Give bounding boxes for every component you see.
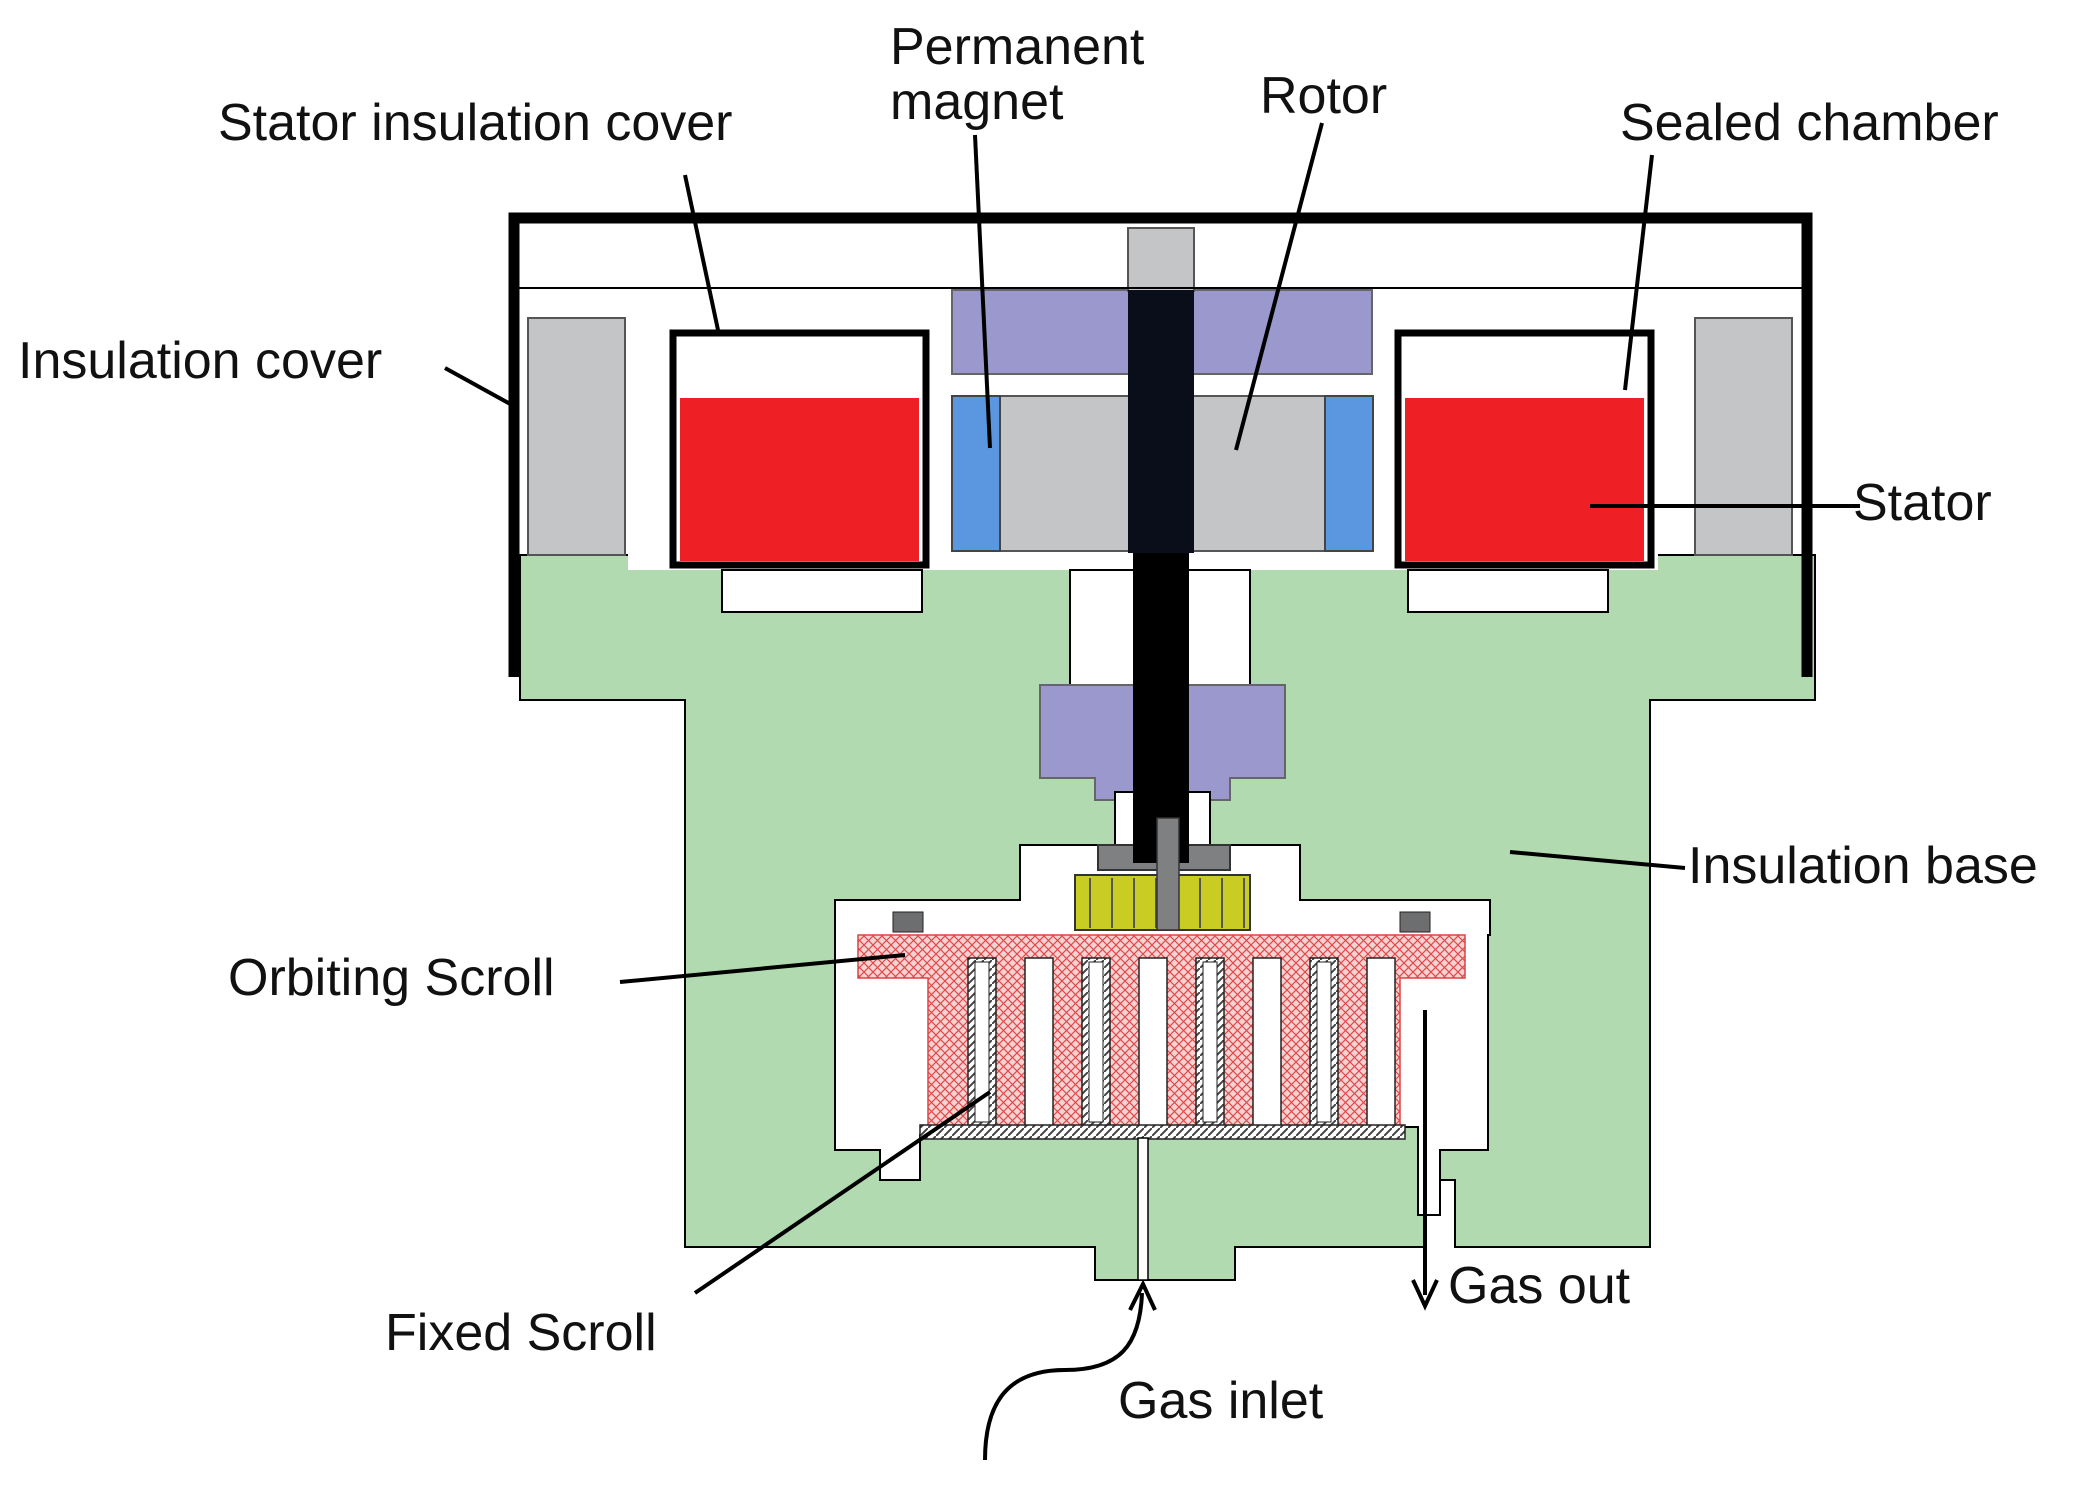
label-gas-inlet: Gas inlet <box>1118 1372 1324 1430</box>
scroll-wrap-8 <box>1366 957 1396 1129</box>
label-gas-out: Gas out <box>1448 1257 1631 1315</box>
label-stator: Stator <box>1853 474 1992 532</box>
eccentric-pin <box>1156 817 1180 931</box>
outer-shell-left <box>527 317 626 556</box>
scroll-wrap-2 <box>1024 957 1054 1129</box>
permanent-magnet-left <box>951 395 1001 552</box>
gas-inlet-arrow-line <box>983 1292 1144 1461</box>
shaft-upper <box>1128 290 1194 553</box>
stator-left <box>680 398 919 561</box>
scroll-wrap-4 <box>1138 957 1168 1129</box>
scroll-wrap-core-5 <box>1202 961 1218 1123</box>
leader-lines <box>444 122 1860 1295</box>
seal-right <box>1399 911 1431 933</box>
stator-left-recess <box>721 569 923 613</box>
stator-right <box>1405 398 1644 561</box>
scroll-wrap-6 <box>1252 957 1282 1129</box>
seal-left <box>892 911 924 933</box>
label-insulation-base: Insulation base <box>1688 837 2038 895</box>
stator-right-recess <box>1407 569 1609 613</box>
scroll-wrap-core-3 <box>1088 961 1104 1123</box>
gas-out-arrowhead <box>1411 1279 1439 1311</box>
fixed-scroll-base <box>919 1124 1406 1140</box>
scroll-wrap-core-1 <box>974 961 990 1123</box>
label-orbiting-scroll: Orbiting Scroll <box>228 949 555 1007</box>
gas-inlet-arrowhead <box>1128 1279 1157 1311</box>
label-sealed-chamber: Sealed chamber <box>1620 94 1999 152</box>
label-insulation-cover: Insulation cover <box>18 332 383 390</box>
label-permanent-magnet: Permanent magnet <box>890 18 1145 131</box>
shaft-cap <box>1127 227 1195 292</box>
insulation-cover-frame <box>508 212 1813 677</box>
label-stator-insulation-cover: Stator insulation cover <box>218 94 733 152</box>
scroll-wrap-core-7 <box>1316 961 1332 1123</box>
outer-shell-right <box>1694 317 1793 556</box>
gas-inlet-channel <box>1137 1137 1149 1281</box>
label-rotor: Rotor <box>1260 67 1388 125</box>
shaft-lower <box>1133 553 1189 863</box>
permanent-magnet-right <box>1324 395 1374 552</box>
label-fixed-scroll: Fixed Scroll <box>385 1304 657 1362</box>
